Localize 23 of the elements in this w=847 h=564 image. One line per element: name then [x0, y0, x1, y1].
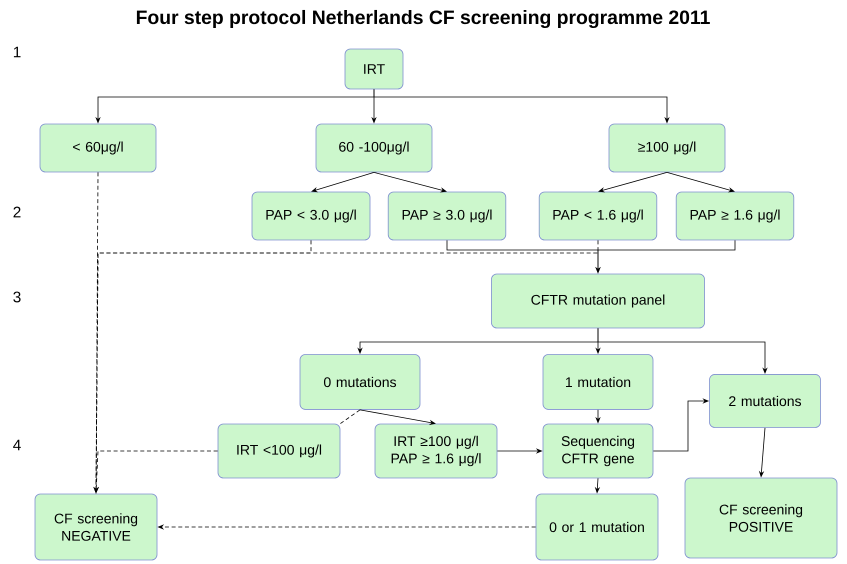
- process-box: 2 mutations: [709, 374, 821, 428]
- process-box: 1 mutation: [542, 354, 654, 410]
- process-box: IRT ≥100 μg/l PAP ≥ 1.6 μg/l: [374, 424, 498, 478]
- process-box: PAP ≥ 3.0 μg/l: [388, 192, 506, 240]
- title: Four step protocol Netherlands CF screening programme 2011: [136, 10, 710, 28]
- process-box: PAP ≥ 1.6 μg/l: [676, 192, 794, 240]
- process-box: CF screening POSITIVE: [684, 478, 838, 558]
- process-box: 0 or 1 mutation: [536, 494, 658, 560]
- process-box: 60 -100μg/l: [316, 124, 432, 172]
- process-box: Sequencing CFTR gene: [542, 424, 654, 478]
- step-number: 1: [14, 46, 21, 58]
- process-box: IRT <100 μg/l: [218, 424, 340, 478]
- step-number: 3: [13, 292, 21, 302]
- process-box: < 60μg/l: [40, 124, 156, 172]
- step-number: 4: [13, 440, 21, 450]
- process-box: PAP < 1.6 μg/l: [538, 192, 658, 240]
- process-box: PAP < 3.0 μg/l: [252, 192, 370, 240]
- process-box: CFTR mutation panel: [491, 274, 705, 328]
- process-box: IRT: [344, 48, 404, 90]
- process-box: 0 mutations: [300, 354, 420, 410]
- process-box: CF screening NEGATIVE: [34, 494, 158, 560]
- process-box: ≥100 μg/l: [608, 124, 726, 172]
- step-number: 2: [14, 206, 20, 218]
